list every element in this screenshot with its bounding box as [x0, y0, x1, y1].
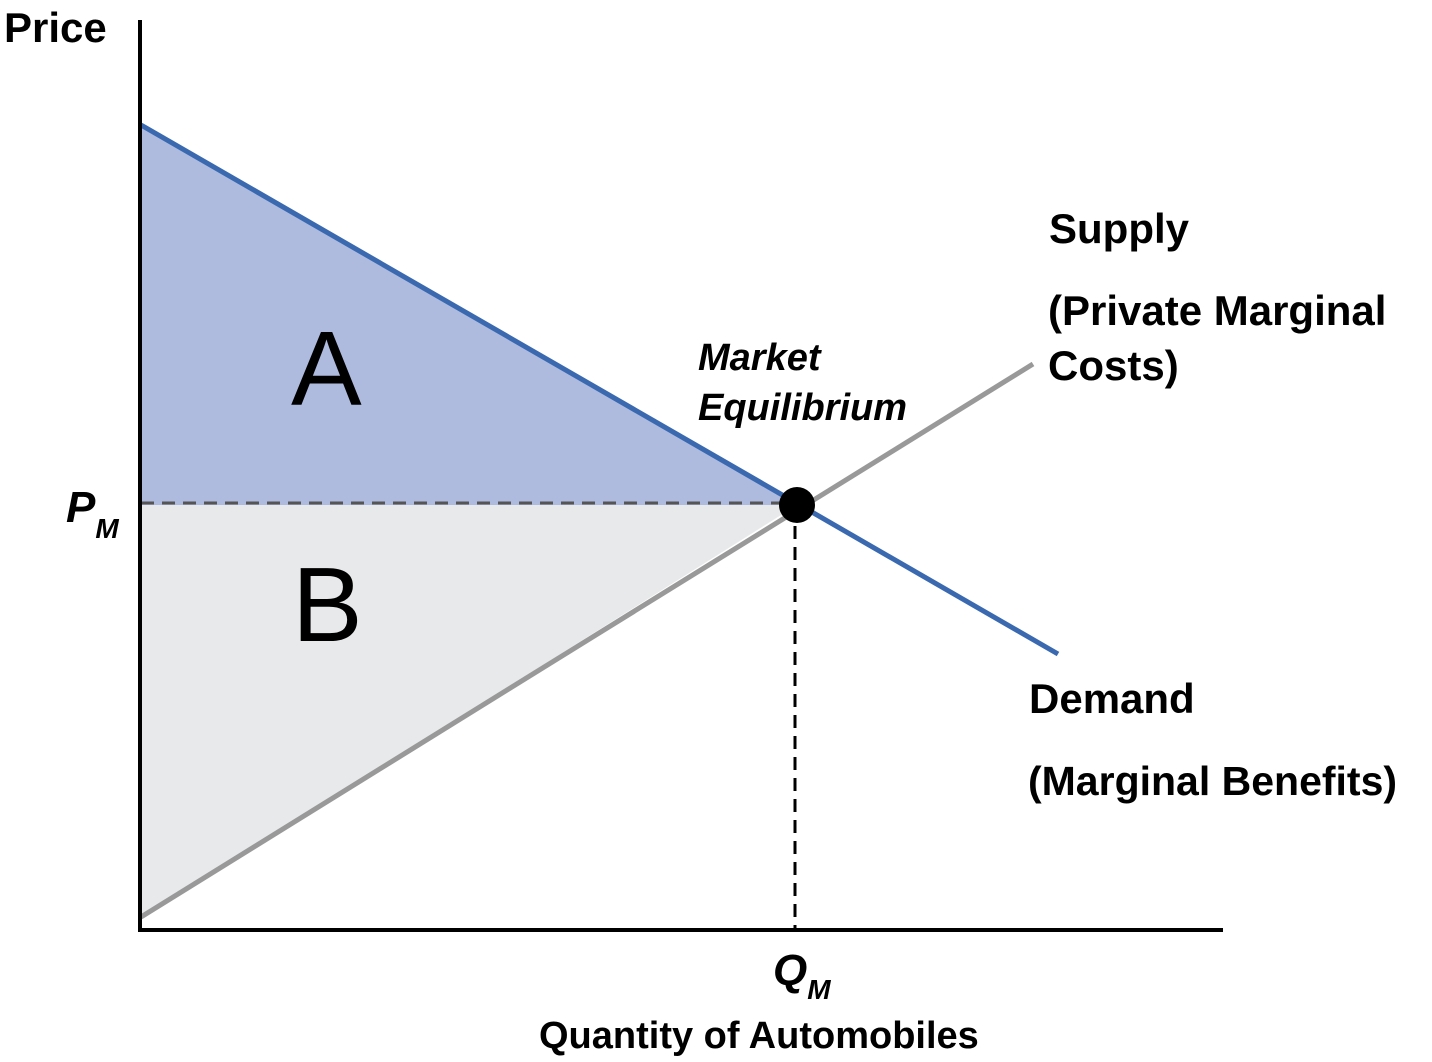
equilibrium-point: [779, 487, 815, 523]
equilibrium-label-line1: Market: [698, 337, 822, 379]
region-a-label: A: [291, 310, 362, 428]
x-axis-label: Quantity of Automobiles: [539, 1015, 979, 1057]
demand-curve: [139, 122, 1060, 657]
supply-curve: [139, 361, 1035, 920]
region-b-label: B: [292, 546, 363, 664]
demand-sublabel: (Marginal Benefits): [1028, 758, 1397, 804]
quantity-tick-label: QM: [773, 946, 831, 1005]
supply-sublabel-line1: (Private Marginal: [1048, 287, 1386, 334]
y-axis-label: Price: [4, 4, 107, 51]
demand-label: Demand: [1029, 675, 1195, 722]
supply-sublabel-line2: Costs): [1048, 342, 1179, 389]
supply-label: Supply: [1049, 205, 1190, 252]
price-tick-label: PM: [66, 483, 119, 544]
equilibrium-label-line2: Equilibrium: [698, 387, 907, 429]
